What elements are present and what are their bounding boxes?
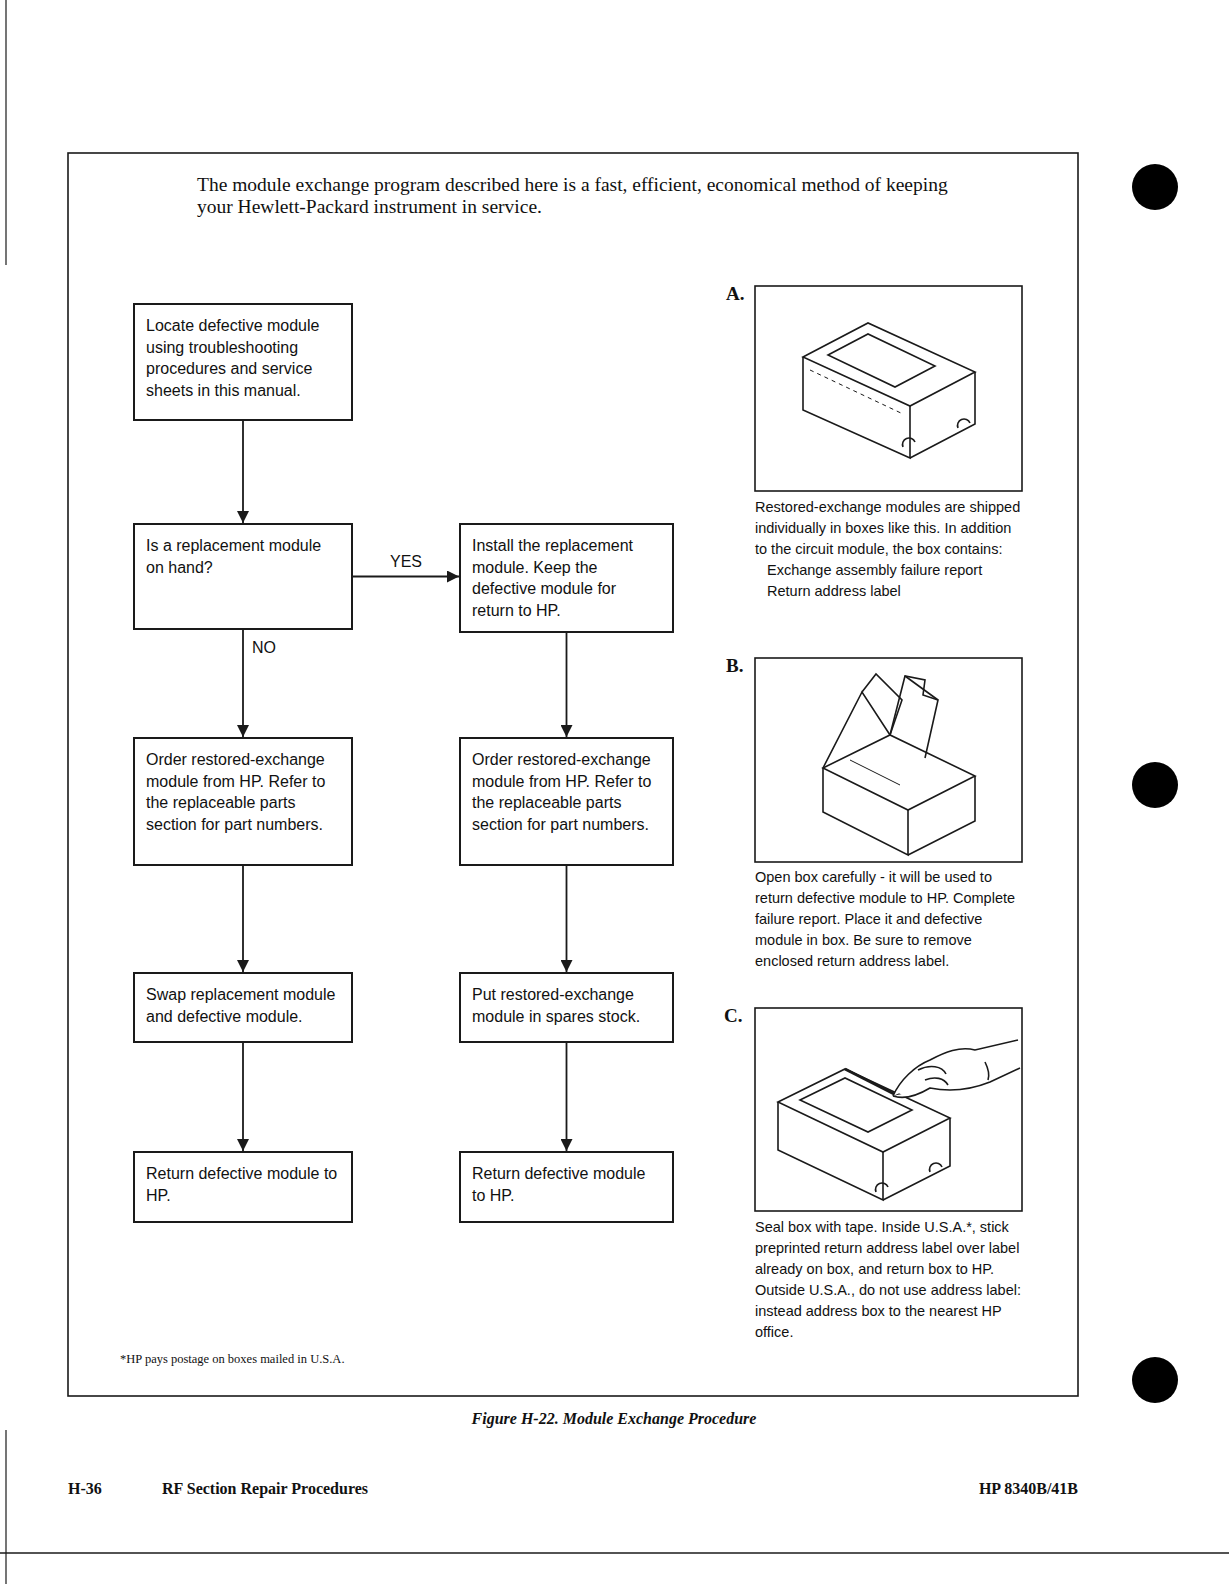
edge-label: YES [387,552,425,572]
flow-arrow [566,1043,568,1151]
illustration-b [755,658,1022,862]
process-box: Install the replacement module. Keep the… [459,523,674,633]
figure-caption: Figure H-22. Module Exchange Procedure [254,1409,974,1429]
flow-arrow [242,630,244,737]
panel-caption-item: Return address label [767,581,1027,602]
flow-arrow [353,576,459,578]
box-text: Is a replacement module on hand? [146,535,341,578]
box-text: Put restored-exchange module in spares s… [472,984,662,1027]
box-text: Order restored-exchange module from HP. … [472,749,662,835]
flow-arrow [566,633,568,737]
illustration-a [755,286,1022,491]
page-number: H-36 [68,1479,102,1499]
box-text: Return defective module to HP. [146,1163,341,1206]
edge-label: NO [249,638,279,658]
intro-text: The module exchange program described he… [197,174,987,218]
panel-caption: Open box carefully - it will be used to … [755,867,1027,972]
panel-caption: Restored-exchange modules are shipped in… [755,497,1027,560]
process-box: Return defective module to HP. [459,1151,674,1223]
punch-holes [1132,164,1178,1403]
panel-letter: B. [726,655,743,677]
panel-caption: Seal box with tape. Inside U.S.A.*, stic… [755,1217,1027,1343]
box-text: Swap replacement module and defective mo… [146,984,341,1027]
process-box: Return defective module to HP. [133,1151,353,1223]
box-text: Install the replacement module. Keep the… [472,535,662,621]
box-text: Order restored-exchange module from HP. … [146,749,341,835]
panel-letter: A. [726,283,744,305]
flow-arrow [242,866,244,972]
model-number: HP 8340B/41B [858,1479,1078,1499]
section-title: RF Section Repair Procedures [162,1479,368,1499]
process-box: Swap replacement module and defective mo… [133,972,353,1043]
illustration-c [755,1008,1022,1211]
flow-arrow [566,866,568,972]
flow-arrow [242,421,244,523]
process-box: Locate defective module using troublesho… [133,303,353,421]
process-box: Put restored-exchange module in spares s… [459,972,674,1043]
panel-caption-item: Exchange assembly failure report [767,560,1027,581]
footnote: *HP pays postage on boxes mailed in U.S.… [120,1353,390,1366]
caption-group: Restored-exchange modules are shipped in… [755,497,1027,602]
box-text: Return defective module to HP. [472,1163,662,1206]
panel-letter: C. [724,1005,742,1027]
flow-arrow [242,1043,244,1151]
box-text: Locate defective module using troublesho… [146,315,341,401]
process-box: Order restored-exchange module from HP. … [133,737,353,866]
decision-box: Is a replacement module on hand? [133,523,353,630]
process-box: Order restored-exchange module from HP. … [459,737,674,866]
